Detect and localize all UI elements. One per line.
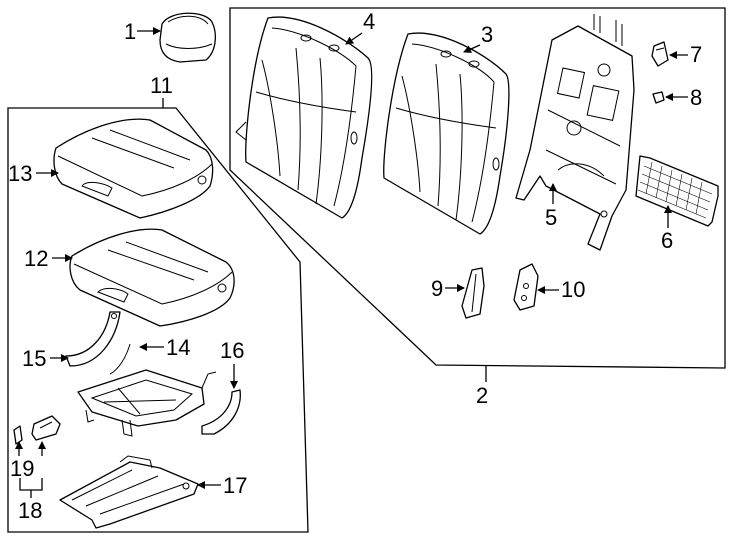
svg-text:19: 19 bbox=[10, 456, 34, 481]
svg-text:1: 1 bbox=[124, 19, 136, 44]
svg-text:9: 9 bbox=[431, 276, 443, 301]
svg-text:16: 16 bbox=[220, 338, 244, 363]
callout-2: 2 bbox=[476, 383, 488, 408]
small-cap-19 bbox=[13, 425, 23, 445]
callout-12: 12 bbox=[24, 246, 73, 271]
callout-13: 13 bbox=[8, 161, 59, 186]
small-clip bbox=[652, 91, 665, 104]
svg-text:7: 7 bbox=[690, 42, 702, 67]
recliner-handle bbox=[651, 41, 669, 67]
svg-text:2: 2 bbox=[476, 383, 488, 408]
svg-text:14: 14 bbox=[166, 335, 190, 360]
callout-7: 7 bbox=[669, 42, 702, 67]
callout-18: 18 bbox=[18, 490, 42, 523]
svg-text:17: 17 bbox=[223, 473, 247, 498]
callout-6: 6 bbox=[661, 205, 673, 253]
callout-19: 19 bbox=[10, 441, 46, 481]
svg-text:18: 18 bbox=[18, 498, 42, 523]
svg-text:15: 15 bbox=[22, 346, 46, 371]
callout-5: 5 bbox=[545, 183, 557, 230]
svg-text:10: 10 bbox=[561, 277, 585, 302]
seat-cushion-pad bbox=[69, 228, 235, 327]
callout-10: 10 bbox=[537, 277, 585, 302]
headrest bbox=[159, 12, 217, 63]
callout-17: 17 bbox=[197, 473, 247, 498]
side-trim-10 bbox=[513, 263, 539, 311]
callout-3: 3 bbox=[463, 22, 493, 53]
callout-15: 15 bbox=[22, 346, 69, 371]
callout-11: 11 bbox=[150, 73, 173, 98]
group-2-border bbox=[229, 7, 726, 369]
seatback-cover-left bbox=[235, 16, 373, 219]
seat-cushion-frame bbox=[77, 343, 217, 437]
svg-text:6: 6 bbox=[661, 228, 673, 253]
svg-text:11: 11 bbox=[150, 73, 173, 98]
svg-text:12: 12 bbox=[24, 246, 48, 271]
seatback-frame bbox=[515, 14, 635, 251]
callout-8: 8 bbox=[665, 85, 702, 110]
seat-track-assembly bbox=[59, 455, 199, 529]
callout-4: 4 bbox=[345, 9, 375, 45]
svg-text:13: 13 bbox=[8, 161, 32, 186]
seatback-grille-panel bbox=[635, 155, 719, 227]
callout-14: 14 bbox=[139, 335, 190, 360]
callout-1: 1 bbox=[124, 19, 161, 44]
cushion-trim-strip bbox=[65, 311, 121, 367]
clip-bracket-18 bbox=[31, 415, 61, 441]
seat-cushion-cover bbox=[53, 118, 214, 219]
side-trim-9 bbox=[461, 267, 485, 319]
svg-text:5: 5 bbox=[545, 205, 557, 230]
callout-16: 16 bbox=[220, 338, 244, 389]
svg-text:3: 3 bbox=[481, 22, 493, 47]
cushion-bracket bbox=[201, 389, 241, 435]
svg-text:4: 4 bbox=[363, 9, 375, 34]
callout-9: 9 bbox=[431, 276, 465, 301]
seatback-cover-right bbox=[383, 32, 510, 235]
group-11-border bbox=[7, 107, 309, 533]
svg-text:8: 8 bbox=[690, 85, 702, 110]
